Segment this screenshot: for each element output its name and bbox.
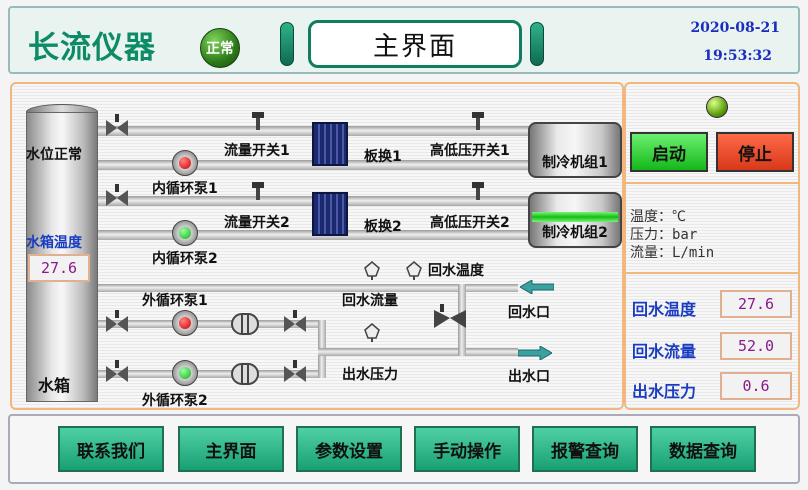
reading-return-temp-label: 回水温度 (632, 300, 697, 319)
tank-temp-value: 27.6 (28, 254, 90, 282)
reading-return-temp-value: 27.6 (720, 290, 792, 318)
plate-exchanger1 (312, 122, 348, 166)
plate-exchanger2 (312, 192, 348, 236)
process-diagram: 水位正常 水箱温度 27.6 水箱 内循环泵1 流量开关1 板换1 高低压开关 (10, 82, 624, 410)
outer-loop1-pipe (98, 320, 326, 328)
return-temp-sensor-icon (406, 261, 422, 280)
outer-loop2-pipe (98, 370, 326, 378)
flow-switch2-icon (252, 182, 264, 200)
pump-status-icon (179, 157, 191, 169)
return-port-arrow-icon (520, 280, 554, 294)
stop-button[interactable]: 停止 (716, 132, 794, 172)
tank-name-label: 水箱 (38, 376, 71, 395)
return-water-pipe (98, 284, 518, 292)
filter1-icon (231, 313, 259, 335)
outer-pump1[interactable] (172, 310, 198, 336)
loop2-valve-icon[interactable] (106, 184, 128, 208)
pressure-switch2-label: 高低压开关2 (430, 215, 510, 231)
outer2-inlet-valve-icon[interactable] (106, 360, 128, 384)
outer1-outlet-valve-icon[interactable] (284, 310, 306, 334)
date-display: 2020-08-21 (690, 20, 780, 36)
tank-temp-label: 水箱温度 (26, 235, 82, 251)
divider (626, 272, 798, 274)
reading-outlet-pressure-value: 0.6 (720, 372, 792, 400)
control-panel: 启动 停止 温度：℃ 压力：bar 流量：L/min 回水温度 27.6 回水流… (624, 82, 800, 410)
tank-level-label: 水位正常 (26, 147, 82, 163)
start-button[interactable]: 启动 (630, 132, 708, 172)
flow-switch1-label: 流量开关1 (224, 143, 290, 159)
nav-main-button[interactable]: 主界面 (178, 426, 284, 472)
chiller-unit2-label: 制冷机组2 (542, 225, 608, 241)
pressure-switch1-icon (472, 112, 484, 130)
header-bar: 长流仪器 正常 主界面 2020-08-21 19:53:32 (8, 6, 800, 74)
pressure-switch2-icon (472, 182, 484, 200)
navigation-bar: 联系我们 主界面 参数设置 手动操作 报警查询 数据查询 (8, 414, 800, 484)
inner-pump1[interactable] (172, 150, 198, 176)
flow-switch2-label: 流量开关2 (224, 215, 290, 231)
outlet-pipe (318, 348, 518, 356)
return-flow-sensor-icon (364, 261, 380, 280)
inner-pump2[interactable] (172, 220, 198, 246)
outer-pump2-label: 外循环泵2 (142, 393, 208, 409)
outer2-outlet-valve-icon[interactable] (284, 360, 306, 384)
pressure-switch1-label: 高低压开关1 (430, 143, 510, 159)
return-temp-label: 回水温度 (428, 263, 484, 279)
outlet-port-arrow-icon (518, 346, 552, 360)
outlet-pressure-label: 出水压力 (342, 367, 398, 383)
outer1-inlet-valve-icon[interactable] (106, 310, 128, 334)
inner-pump1-label: 内循环泵1 (152, 181, 218, 197)
title-right-cap (530, 22, 544, 66)
loop1-valve-icon[interactable] (106, 114, 128, 138)
outer-pump1-label: 外循环泵1 (142, 293, 208, 309)
page-title: 主界面 (308, 20, 522, 68)
unit-flow-label: 流量：L/min (630, 245, 715, 261)
bypass-valve-icon[interactable] (434, 304, 466, 330)
pump-status-icon (179, 317, 191, 329)
chiller-unit2[interactable]: 制冷机组2 (528, 192, 622, 248)
status-indicator: 正常 (200, 28, 240, 68)
filter2-icon (231, 363, 259, 385)
pump-status-icon (179, 367, 191, 379)
title-left-cap (280, 22, 294, 66)
run-indicator-icon (706, 96, 728, 118)
nav-params-button[interactable]: 参数设置 (296, 426, 402, 472)
unit-temp-label: 温度：℃ (630, 209, 686, 225)
pump-status-icon (179, 227, 191, 239)
unit-pressure-label: 压力：bar (630, 227, 698, 243)
reading-outlet-pressure-label: 出水压力 (632, 382, 697, 401)
nav-contact-button[interactable]: 联系我们 (58, 426, 164, 472)
outlet-port-label: 出水口 (508, 369, 550, 385)
divider (626, 182, 798, 184)
chiller-unit1[interactable]: 制冷机组1 (528, 122, 622, 178)
plate-exchanger2-label: 板换2 (364, 219, 402, 235)
reading-return-flow-label: 回水流量 (632, 342, 697, 361)
inner-pump2-label: 内循环泵2 (152, 251, 218, 267)
nav-alarm-button[interactable]: 报警查询 (532, 426, 638, 472)
chiller-unit1-label: 制冷机组1 (542, 155, 608, 171)
reading-return-flow-value: 52.0 (720, 332, 792, 360)
outlet-pressure-sensor-icon (364, 323, 380, 342)
nav-data-button[interactable]: 数据查询 (650, 426, 756, 472)
return-flow-label: 回水流量 (342, 293, 398, 309)
flow-switch1-icon (252, 112, 264, 130)
outer-pump2[interactable] (172, 360, 198, 386)
return-port-label: 回水口 (508, 305, 550, 321)
time-display: 19:53:32 (703, 48, 772, 64)
plate-exchanger1-label: 板换1 (364, 149, 402, 165)
nav-manual-button[interactable]: 手动操作 (414, 426, 520, 472)
brand-logo: 长流仪器 (28, 30, 156, 66)
chiller-running-bar (532, 212, 618, 222)
